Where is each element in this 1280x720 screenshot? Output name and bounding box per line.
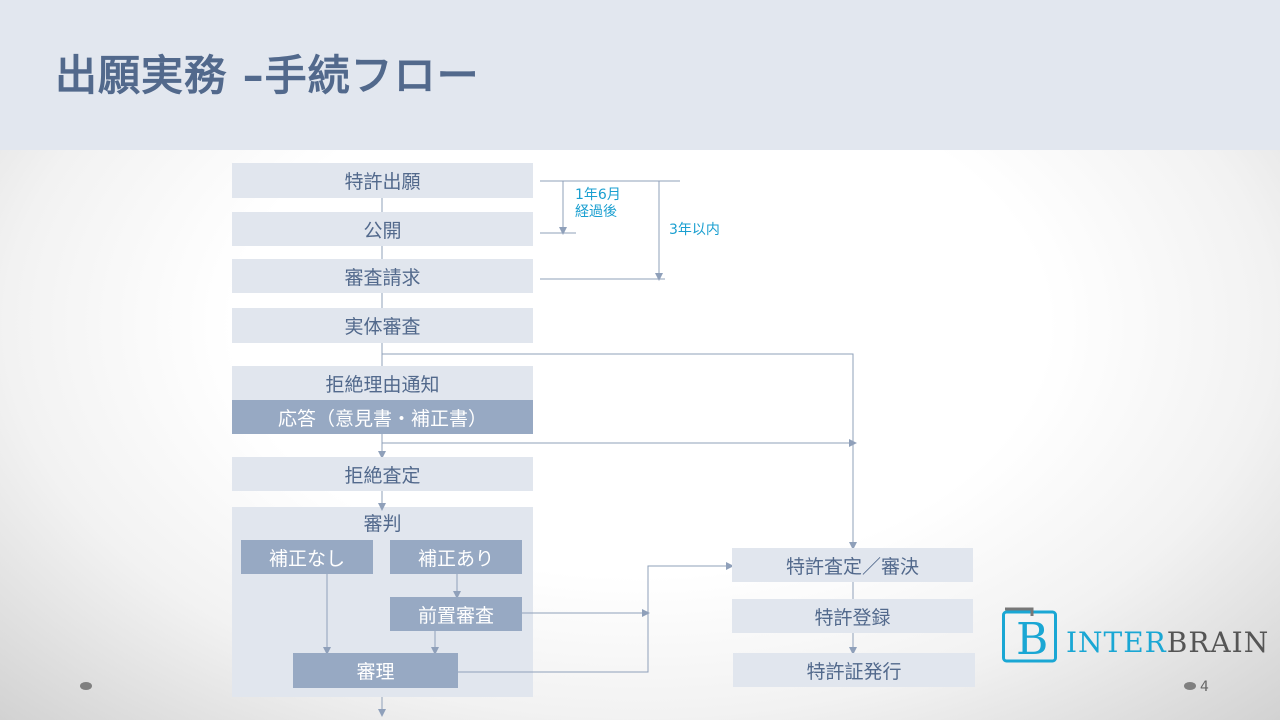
step-publication: 公開	[232, 212, 533, 246]
step-grant: 特許査定／審決	[732, 548, 973, 582]
step-pre-exam: 前置審査	[390, 597, 522, 631]
label-3-years: 3年以内	[669, 222, 720, 238]
step-registration: 特許登録	[732, 599, 973, 633]
footer-dot-right	[1184, 682, 1196, 690]
step-exam-request: 審査請求	[232, 259, 533, 293]
step-rejection-notice: 拒絶理由通知	[232, 366, 533, 400]
label-18-months: 1年6月経過後	[575, 187, 621, 221]
step-final-rejection: 拒絶査定	[232, 457, 533, 491]
svg-text:B: B	[1016, 614, 1048, 664]
step-no-amendment: 補正なし	[241, 540, 373, 574]
step-response: 応答（意見書・補正書）	[232, 400, 533, 434]
step-certificate: 特許証発行	[733, 653, 975, 687]
footer-dot-left	[80, 682, 92, 690]
logo-brain: BRAIN	[1166, 626, 1270, 659]
logo-inter: INTER	[1066, 626, 1167, 659]
logo-text: INTERBRAIN	[1066, 626, 1269, 659]
step-filing: 特許出願	[232, 163, 533, 198]
interbrain-logo-icon: B	[1002, 607, 1057, 664]
step-appeal: 審判	[363, 512, 402, 535]
label-line1: 1年6月	[575, 187, 621, 203]
header-band	[0, 0, 1280, 150]
page-title: 出願実務 –手続フロー	[55, 51, 480, 100]
step-trial: 審理	[293, 653, 458, 688]
page-number: 4	[1200, 679, 1209, 695]
step-substantive-exam: 実体審査	[232, 308, 533, 343]
label-line2: 経過後	[575, 204, 617, 220]
step-with-amendment: 補正あり	[390, 540, 522, 574]
